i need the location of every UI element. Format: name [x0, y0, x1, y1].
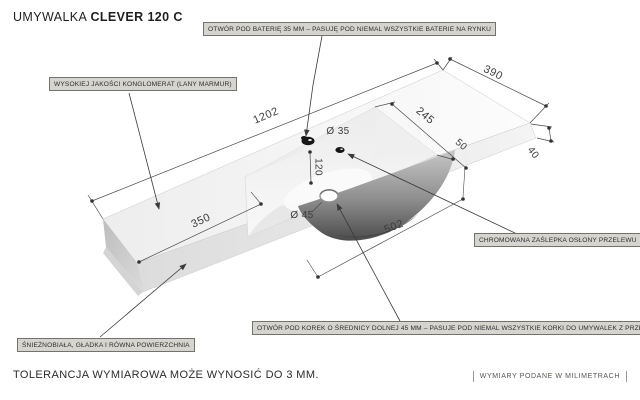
- dim-faucet-to-drain-label: 120: [312, 158, 323, 176]
- drain-hole: [319, 189, 339, 203]
- leader-surface-callout: [99, 263, 187, 338]
- leader-drain-callout: [336, 203, 401, 322]
- basin-bowl-underside: [298, 150, 455, 241]
- leader-faucet-callout: [304, 35, 323, 137]
- callout-drain-hole: OTWÓR POD KOREK O ŚREDNICY DOLNEJ 45 MM …: [252, 321, 640, 335]
- product-type: UMYWALKA: [13, 10, 87, 24]
- page-title: UMYWALKA CLEVER 120 C: [13, 10, 183, 24]
- product-model: CLEVER 120 C: [90, 10, 183, 24]
- basin-right-wall: [372, 107, 437, 160]
- dim-length-label: 1202: [251, 105, 280, 126]
- drain-diameter: Ø 45: [290, 201, 323, 221]
- units-note: WYMIARY PODANE W MILIMETRACH: [472, 371, 627, 382]
- leader-material-callout: [128, 92, 161, 210]
- faucet-diameter-label: Ø 35: [326, 126, 349, 137]
- tolerance-note: TOLERANCJA WYMIAROWA MOŻE WYNOSIĆ DO 3 M…: [13, 369, 319, 381]
- callout-overflow-cap: CHROMOWANA ZAŚLEPKA OSŁONY PRZELEWU: [474, 233, 640, 247]
- leader-overflow-callout: [347, 153, 518, 235]
- callout-material: WYSOKIEJ JAKOŚCI KONGLOMERAT (LANY MARMU…: [49, 77, 237, 91]
- slab-shadow: [103, 247, 143, 296]
- callout-leaders: [99, 35, 518, 338]
- faucet-hole: [301, 136, 315, 146]
- callout-surface: ŚNIEŻNOBIAŁA, GŁADKA I RÓWNA POWIERZCHNI…: [17, 338, 195, 352]
- drain-diameter-label: Ø 45: [290, 210, 313, 221]
- slab-left-face: [103, 219, 143, 292]
- dim-thickness-label: 40: [525, 145, 541, 161]
- callout-faucet-hole: OTWÓR POD BATERIĘ 35 MM – PASUJĘ POD NIE…: [203, 22, 497, 36]
- dim-faucet-to-drain: 120: [308, 150, 323, 185]
- overflow-hole: [335, 147, 345, 153]
